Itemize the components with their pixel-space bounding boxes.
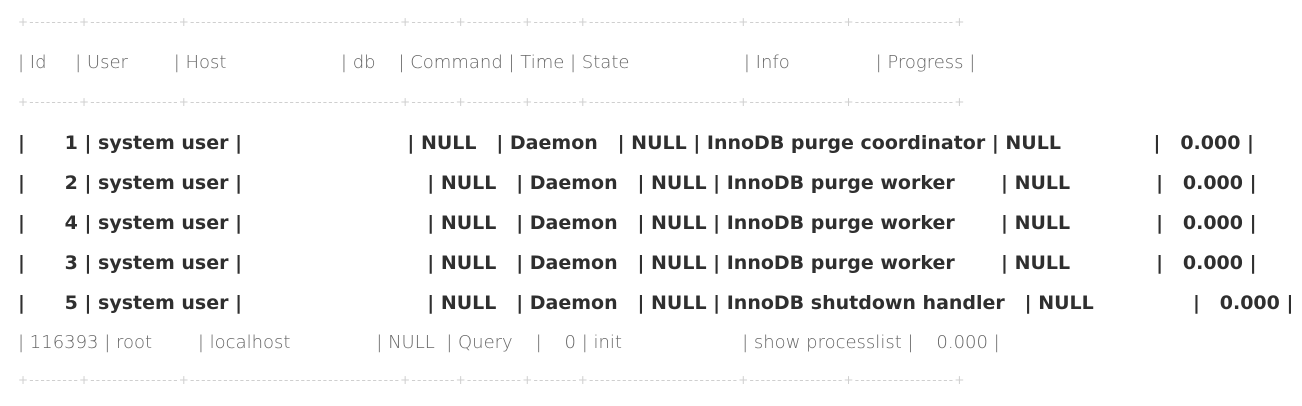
table-border-bottom: +---------+----------------+------------… (18, 373, 966, 387)
table-border-header: +---------+----------------+------------… (18, 95, 966, 109)
row-text: | 1 | system user | | NULL | Daemon | NU… (18, 132, 1254, 154)
table-row: | 5 | system user | | NULL | Daemon | NU… (18, 288, 1302, 318)
row-text: | 116393 | root | localhost | NULL | Que… (18, 332, 1000, 353)
table-row: | 2 | system user | | NULL | Daemon | NU… (18, 168, 1302, 198)
table-row-last: | 116393 | root | localhost | NULL | Que… (18, 328, 1302, 358)
row-text: | 4 | system user | | NULL | Daemon | NU… (18, 212, 1257, 234)
table-header-row: | Id | User | Host | db | Command | Time… (18, 48, 1302, 78)
table-border-top: +---------+----------------+------------… (18, 15, 966, 29)
table-row: | 3 | system user | | NULL | Daemon | NU… (18, 248, 1302, 278)
table-row: | 1 | system user | | NULL | Daemon | NU… (18, 128, 1302, 158)
row-text: | 5 | system user | | NULL | Daemon | NU… (18, 292, 1294, 314)
row-text: | 3 | system user | | NULL | Daemon | NU… (18, 252, 1257, 274)
row-text: | 2 | system user | | NULL | Daemon | NU… (18, 172, 1257, 194)
table-row: | 4 | system user | | NULL | Daemon | NU… (18, 208, 1302, 238)
header-text: | Id | User | Host | db | Command | Time… (18, 52, 976, 73)
